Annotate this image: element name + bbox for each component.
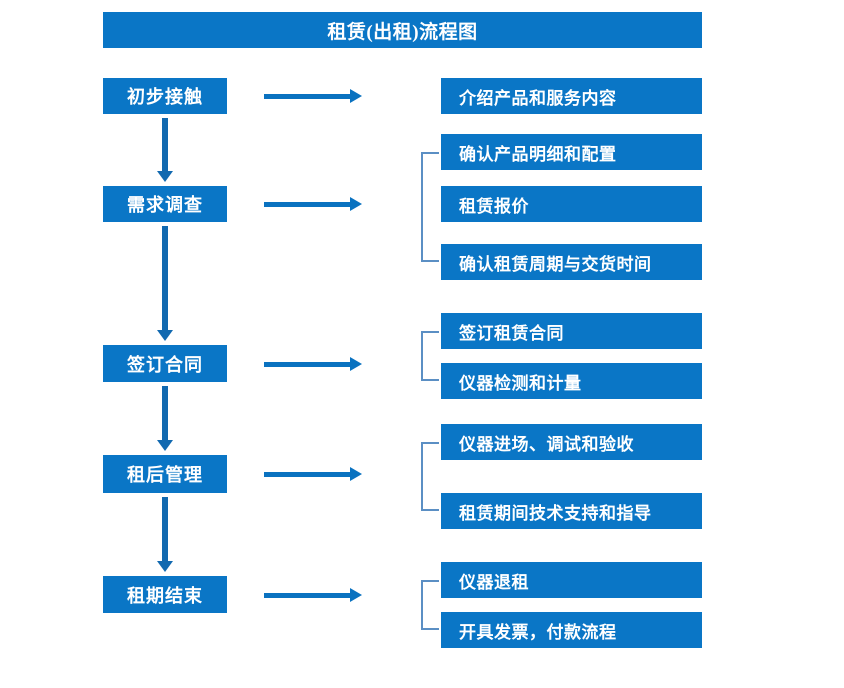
horizontal-arrow-3 xyxy=(264,357,362,371)
page-title: 租赁(出租)流程图 xyxy=(103,12,702,48)
detail-box-instrument-inspection[interactable]: 仪器检测和计量 xyxy=(441,363,702,399)
detail-box-instrument-installation[interactable]: 仪器进场、调试和验收 xyxy=(441,424,702,460)
horizontal-arrow-2 xyxy=(264,197,362,211)
horizontal-arrow-4 xyxy=(264,467,362,481)
stage-box-sign-contract[interactable]: 签订合同 xyxy=(103,345,227,382)
stage-box-demand-survey[interactable]: 需求调查 xyxy=(103,186,227,222)
group-bracket-post-rental xyxy=(421,442,439,511)
detail-box-instrument-return[interactable]: 仪器退租 xyxy=(441,562,702,598)
vertical-arrow-3 xyxy=(157,386,173,451)
vertical-arrow-4 xyxy=(157,497,173,572)
detail-box-confirm-product-details[interactable]: 确认产品明细和配置 xyxy=(441,134,702,170)
horizontal-arrow-5 xyxy=(264,588,362,602)
stage-box-post-rental-management[interactable]: 租后管理 xyxy=(103,455,227,493)
group-bracket-demand-survey xyxy=(421,152,439,262)
vertical-arrow-2 xyxy=(157,226,173,341)
horizontal-arrow-1 xyxy=(264,89,362,103)
detail-box-confirm-rental-period[interactable]: 确认租赁周期与交货时间 xyxy=(441,244,702,280)
stage-box-rental-end[interactable]: 租期结束 xyxy=(103,576,227,613)
group-bracket-sign-contract xyxy=(421,331,439,381)
group-bracket-rental-end xyxy=(421,580,439,630)
stage-box-initial-contact[interactable]: 初步接触 xyxy=(103,78,227,114)
detail-box-introduce-products[interactable]: 介绍产品和服务内容 xyxy=(441,78,702,114)
vertical-arrow-1 xyxy=(157,118,173,182)
detail-box-rental-quotation[interactable]: 租赁报价 xyxy=(441,186,702,222)
detail-box-invoice-payment[interactable]: 开具发票，付款流程 xyxy=(441,612,702,648)
detail-box-technical-support[interactable]: 租赁期间技术支持和指导 xyxy=(441,493,702,529)
detail-box-sign-rental-contract[interactable]: 签订租赁合同 xyxy=(441,313,702,349)
